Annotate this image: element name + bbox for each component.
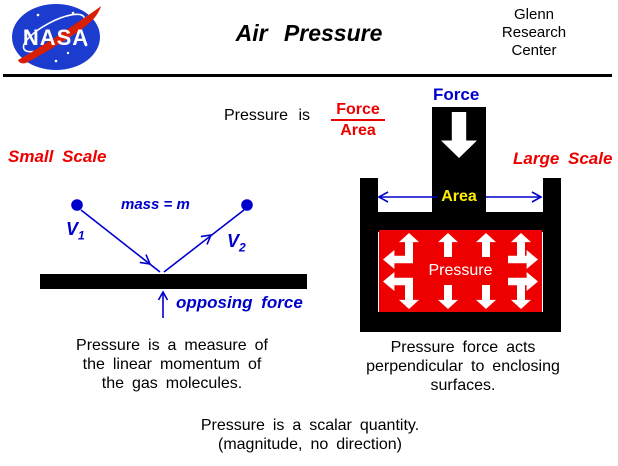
v1-arrowhead-icon	[139, 254, 152, 266]
area-label: Area	[441, 188, 477, 205]
v2-arrowhead-icon	[200, 233, 213, 245]
pressure-label: Pressure	[428, 262, 493, 279]
org-line: Glenn	[513, 6, 555, 23]
v1-trajectory-line	[80, 209, 161, 273]
molecule-surface-bar	[40, 274, 307, 289]
force-label: Force	[433, 85, 480, 104]
equation-numerator: Force	[331, 101, 385, 121]
caption-line: surfaces.	[430, 377, 496, 394]
area-arrowhead-left-icon	[377, 191, 389, 203]
container-right-wall	[543, 178, 561, 332]
v2-trajectory-line	[163, 209, 245, 273]
molecule-dot-2	[241, 199, 253, 211]
footer-statement: Pressure is a scalar quantity. (magnitud…	[120, 416, 500, 454]
container-left-wall	[360, 178, 378, 332]
v1-subscript: 1	[78, 228, 85, 243]
area-arrowhead-right-icon	[531, 191, 543, 203]
footer-line: (magnitude, no direction)	[217, 436, 403, 453]
nasa-logo-stars	[24, 11, 88, 63]
caption-line: the linear momentum of	[82, 356, 262, 373]
org-name: Glenn Research Center	[463, 6, 605, 60]
caption-line: the gas molecules.	[101, 375, 243, 392]
piston-plate	[378, 212, 543, 232]
pressure-region: Pressure	[379, 230, 542, 312]
equation-denominator: Area	[340, 122, 376, 139]
opposing-force-arrowhead-icon	[157, 290, 169, 301]
page-title: Air Pressure	[235, 20, 383, 46]
small-scale-caption: Pressure is a measure of the linear mome…	[38, 336, 306, 393]
small-scale-label: Small Scale	[8, 147, 107, 166]
nasa-logo-wordmark: NASA	[23, 25, 89, 50]
caption-line: Pressure force acts	[390, 339, 536, 356]
pressure-equation-fraction: Force Area	[331, 101, 385, 139]
v2-base: V	[227, 231, 240, 251]
caption-line: perpendicular to enclosing	[366, 358, 560, 375]
header-divider	[3, 74, 612, 77]
molecule-dot-1	[71, 199, 83, 211]
opposing-force-label: opposing force	[176, 293, 303, 312]
blue-lines	[71, 191, 543, 318]
container-floor	[360, 312, 561, 332]
large-scale-caption: Pressure force acts perpendicular to enc…	[342, 338, 584, 395]
v2-subscript: 2	[239, 240, 246, 255]
v2-label: V2	[227, 231, 246, 255]
nasa-logo-swoosh	[18, 6, 101, 64]
v1-base: V	[66, 219, 79, 239]
org-line: Center	[511, 42, 557, 59]
mass-label: mass = m	[121, 196, 190, 213]
footer-line: Pressure is a scalar quantity.	[200, 417, 420, 434]
large-scale-label: Large Scale	[513, 149, 613, 168]
equation-prefix: Pressure is	[224, 107, 311, 124]
caption-line: Pressure is a measure of	[76, 337, 268, 354]
org-line: Research	[501, 24, 567, 41]
nasa-logo: NASA	[12, 4, 101, 70]
v1-label: V1	[66, 219, 85, 243]
